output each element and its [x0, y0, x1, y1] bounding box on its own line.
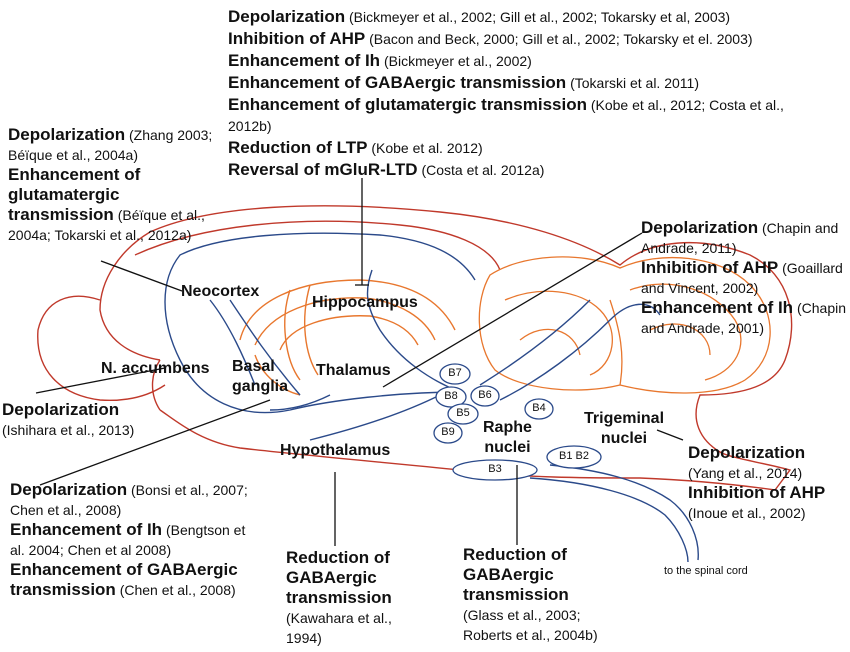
bg-effect-1: Depolarization (Bonsi et al., 2007; Chen…	[10, 480, 248, 518]
trig-effect-2: Inhibition of AHP(Inoue et al., 2002)	[688, 483, 826, 521]
effects-hippocampus: Depolarization (Bickmeyer et al., 2002; …	[228, 6, 818, 181]
nucleus-b4: B4	[532, 402, 546, 414]
hippo-effect-1: Depolarization (Bickmeyer et al., 2002; …	[228, 7, 731, 26]
nucleus-b8: B8	[444, 390, 458, 402]
label-hippocampus: Hippocampus	[312, 294, 418, 311]
hippo-effect-4: Enhancement of GABAergic transmission (T…	[228, 73, 699, 92]
bg-effect-2: Enhancement of Ih (Bengtson et al. 2004;…	[10, 520, 246, 558]
cb-effect-2: Inhibition of AHP (Goaillard and Vincent…	[641, 258, 843, 296]
effects-raphe: Reduction of GABAergic transmission(Glas…	[463, 545, 628, 645]
fiber-projections	[164, 232, 699, 563]
hippo-effect-2: Inhibition of AHP (Bacon and Beck, 2000;…	[228, 29, 753, 48]
nucleus-b6: B6	[478, 389, 492, 401]
label-raphe-1: Raphe	[483, 419, 532, 436]
spinal-cord-label: to the spinal cord	[664, 565, 748, 577]
nucleus-b1-b2: B1 B2	[559, 450, 589, 462]
nacc-effect-1: Depolarization(Ishihara et al., 2013)	[2, 400, 135, 438]
brain-outline	[37, 205, 793, 491]
label-raphe-2: nuclei	[484, 439, 531, 456]
neo-effect-1: Depolarization (Zhang 2003; Béïque et al…	[8, 125, 213, 163]
nucleus-b3: B3	[488, 463, 502, 475]
effects-n-accumbens: Depolarization(Ishihara et al., 2013)	[2, 400, 202, 440]
hypo-effect-1: Reduction of GABAergic transmission(Kawa…	[286, 548, 392, 646]
cb-effect-3: Enhancement of Ih (Chapin and Andrade, 2…	[641, 298, 846, 336]
effects-neocortex: Depolarization (Zhang 2003; Béïque et al…	[8, 125, 213, 245]
neo-effect-2: Enhancement of glutamatergic transmissio…	[8, 165, 205, 243]
label-basal-ganglia-1: Basal	[232, 358, 275, 375]
label-trigeminal-2: nuclei	[600, 430, 648, 447]
label-trigeminal-1: Trigeminal	[584, 410, 665, 427]
label-thalamus: Thalamus	[316, 362, 391, 379]
hippo-effect-3: Enhancement of Ih (Bickmeyer et al., 200…	[228, 51, 532, 70]
label-neocortex: Neocortex	[181, 283, 260, 300]
nuclei-ellipses	[433, 363, 602, 481]
label-basal-ganglia-2: ganglia	[232, 378, 289, 395]
label-trigeminal-nuclei: Trigeminal nuclei	[584, 409, 664, 449]
label-basal-ganglia: Basal ganglia	[232, 357, 288, 397]
leader-lines	[35, 178, 684, 546]
label-hypothalamus: Hypothalamus	[280, 442, 391, 459]
nucleus-b9: B9	[441, 426, 455, 438]
effects-cerebellum: Depolarization (Chapin and Andrade, 2011…	[641, 218, 846, 338]
effects-hypothalamus: Reduction of GABAergic transmission(Kawa…	[286, 548, 416, 648]
hippocampus-shape	[239, 279, 456, 396]
trig-effect-1: Depolarization(Yang et al., 2014)	[688, 443, 806, 481]
label-n-accumbens: N. accumbens	[101, 360, 210, 377]
hippo-effect-7: Reversal of mGluR-LTD (Costa et al. 2012…	[228, 160, 545, 179]
bg-effect-3: Enhancement of GABAergic transmission (C…	[10, 560, 238, 599]
cb-effect-1: Depolarization (Chapin and Andrade, 2011…	[641, 218, 839, 256]
effects-basal-ganglia: Depolarization (Bonsi et al., 2007; Chen…	[10, 480, 250, 600]
hippo-effect-5: Enhancement of glutamatergic transmissio…	[228, 95, 784, 134]
effects-trigeminal: Depolarization(Yang et al., 2014) Inhibi…	[688, 443, 848, 523]
raphe-effect-1: Reduction of GABAergic transmission(Glas…	[463, 545, 598, 643]
nucleus-b5: B5	[456, 407, 470, 419]
nucleus-b7: B7	[448, 367, 462, 379]
hippo-effect-6: Reduction of LTP (Kobe et al. 2012)	[228, 138, 483, 157]
label-raphe-nuclei: Raphe nuclei	[483, 418, 532, 458]
cerebellum	[478, 256, 771, 394]
